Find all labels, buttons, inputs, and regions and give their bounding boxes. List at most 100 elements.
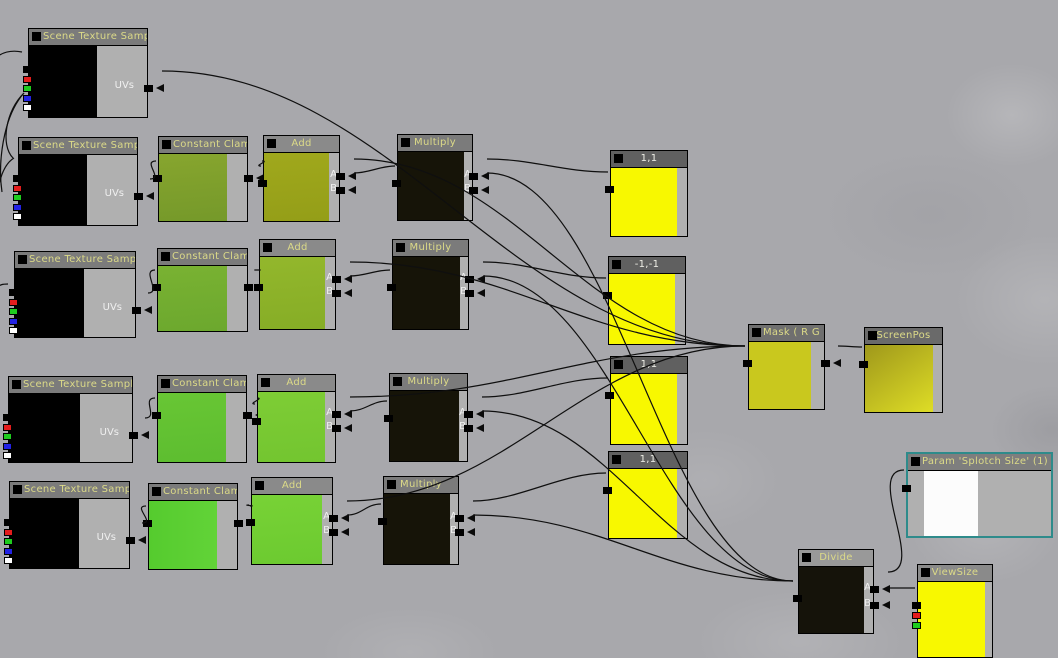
pin-input-a[interactable]	[332, 411, 341, 418]
pin-output[interactable]	[254, 284, 263, 291]
collapse-box-icon[interactable]	[393, 377, 402, 386]
node-titlebar[interactable]: ScreenPos	[865, 328, 942, 345]
collapse-box-icon[interactable]	[396, 243, 405, 252]
pin-output[interactable]	[246, 519, 255, 526]
node-titlebar[interactable]: Scene Texture Sample	[19, 138, 137, 155]
pin-input-b[interactable]	[455, 529, 464, 536]
node-constant-clamp-2[interactable]: Constant Clamp	[152, 248, 264, 332]
node-constant-neg1-neg1[interactable]: -1,-1	[603, 256, 686, 345]
pin-output[interactable]	[793, 595, 802, 602]
pin-input-a[interactable]	[336, 173, 345, 180]
pin-output[interactable]	[23, 94, 32, 102]
node-titlebar[interactable]: Add	[258, 375, 335, 392]
pin-input-a[interactable]	[455, 515, 464, 522]
pin-input-b[interactable]	[464, 425, 473, 432]
node-titlebar[interactable]: Param 'Splotch Size' (1)	[908, 454, 1051, 471]
collapse-box-icon[interactable]	[263, 243, 272, 252]
pin-input[interactable]	[234, 520, 243, 527]
pin-uvs-input[interactable]	[132, 307, 141, 314]
node-titlebar[interactable]: Constant Clamp	[158, 376, 246, 393]
node-constant-1-1-b[interactable]: 1,1	[605, 356, 688, 445]
pin-output[interactable]	[912, 602, 921, 609]
pin-output[interactable]	[3, 414, 12, 421]
node-constant-1-1-a[interactable]: 1,1	[605, 150, 688, 237]
pin-output[interactable]	[387, 284, 396, 291]
collapse-box-icon[interactable]	[752, 328, 761, 337]
pin-output[interactable]	[4, 538, 13, 545]
pin-uvs-input[interactable]	[134, 193, 143, 200]
pin-output[interactable]	[152, 412, 161, 419]
pin-input-a[interactable]	[870, 586, 879, 593]
node-titlebar[interactable]: -1,-1	[609, 257, 685, 274]
pin-input-a[interactable]	[329, 515, 338, 522]
collapse-box-icon[interactable]	[401, 138, 410, 147]
node-titlebar[interactable]: Constant Clamp	[158, 249, 247, 266]
pin-output[interactable]	[378, 518, 387, 525]
pin-output[interactable]	[23, 104, 32, 111]
pin-output[interactable]	[743, 360, 752, 367]
pin-output[interactable]	[23, 85, 32, 92]
node-viewsize[interactable]: ViewSize	[912, 564, 993, 658]
pin-output[interactable]	[13, 203, 22, 211]
collapse-box-icon[interactable]	[614, 154, 623, 163]
pin-output[interactable]	[9, 317, 18, 325]
pin-input-a[interactable]	[465, 276, 474, 283]
pin-output[interactable]	[384, 415, 393, 422]
collapse-box-icon[interactable]	[387, 480, 396, 489]
collapse-box-icon[interactable]	[612, 455, 621, 464]
pin-output[interactable]	[603, 487, 612, 494]
pin-output[interactable]	[23, 66, 32, 73]
node-titlebar[interactable]: Mask ( R G )	[749, 325, 824, 342]
pin-input-b[interactable]	[332, 290, 341, 297]
pin-uvs-input[interactable]	[129, 432, 138, 439]
pin-input[interactable]	[244, 175, 253, 182]
collapse-box-icon[interactable]	[161, 379, 170, 388]
node-constant-1-1-c[interactable]: 1,1	[603, 451, 688, 539]
pin-output[interactable]	[3, 442, 12, 450]
node-titlebar[interactable]: Divide	[799, 550, 873, 567]
node-titlebar[interactable]: Scene Texture Sample	[9, 377, 132, 394]
pin-input-b[interactable]	[329, 529, 338, 536]
node-titlebar[interactable]: Add	[264, 136, 339, 153]
pin-output[interactable]	[3, 433, 12, 440]
pin-output[interactable]	[13, 194, 22, 201]
collapse-box-icon[interactable]	[18, 255, 27, 264]
pin-input[interactable]	[821, 360, 830, 367]
collapse-box-icon[interactable]	[868, 331, 877, 340]
node-titlebar[interactable]: Add	[252, 478, 332, 495]
collapse-box-icon[interactable]	[267, 139, 276, 148]
node-titlebar[interactable]: Multiply	[384, 477, 458, 494]
collapse-box-icon[interactable]	[152, 487, 161, 496]
pin-output[interactable]	[258, 180, 267, 187]
pin-input-a[interactable]	[469, 173, 478, 180]
pin-output[interactable]	[4, 557, 13, 564]
pin-output[interactable]	[859, 361, 868, 368]
node-titlebar[interactable]: Multiply	[398, 135, 472, 152]
pin-input-b[interactable]	[332, 425, 341, 432]
node-titlebar[interactable]: Constant Clamp	[149, 484, 237, 501]
pin-output[interactable]	[605, 186, 614, 193]
pin-output[interactable]	[902, 485, 911, 492]
pin-uvs-input[interactable]	[144, 85, 153, 92]
node-titlebar[interactable]: Multiply	[393, 240, 468, 257]
node-titlebar[interactable]: 1,1	[609, 452, 687, 469]
node-titlebar[interactable]: Constant Clamp	[159, 137, 247, 154]
pin-uvs-input[interactable]	[126, 537, 135, 544]
node-screenpos[interactable]: ScreenPos	[859, 327, 943, 413]
pin-output[interactable]	[392, 180, 401, 187]
pin-output[interactable]	[9, 298, 18, 306]
pin-output[interactable]	[4, 519, 13, 526]
pin-input-b[interactable]	[336, 187, 345, 194]
pin-output[interactable]	[4, 528, 13, 536]
node-titlebar[interactable]: Multiply	[390, 374, 467, 391]
